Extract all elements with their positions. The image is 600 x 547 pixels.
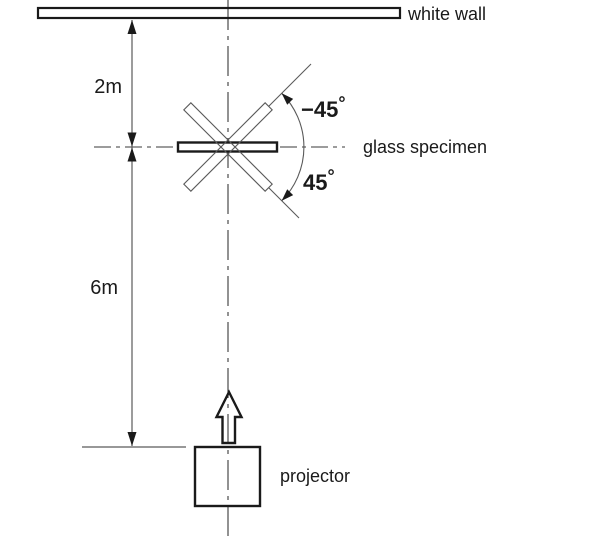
- angle-pos45-value: 45: [303, 170, 327, 195]
- dim-arrow-up-wall-icon: [127, 20, 137, 34]
- angle-pos45-degree-symbol: °: [327, 166, 334, 186]
- angle-neg45-label: −45°: [301, 93, 346, 122]
- angle-arrow-top-icon: [281, 93, 294, 105]
- angle-arrow-bottom-icon: [281, 189, 294, 201]
- dimension-2m-label: 2m: [94, 76, 122, 98]
- glass-specimen-label: glass specimen: [363, 137, 487, 157]
- angle-neg45-degree-symbol: °: [338, 93, 345, 113]
- white-wall-shape: [36, 6, 402, 20]
- dim-arrow-down-specimen-icon: [127, 132, 137, 147]
- projector-label: projector: [280, 466, 350, 486]
- extension-line-pos45: [268, 187, 300, 219]
- dim-arrow-down-projector-icon: [127, 432, 137, 446]
- extension-line-neg45: [268, 63, 312, 107]
- projector-shape: [193, 445, 262, 508]
- light-direction-arrow-icon: [214, 389, 244, 445]
- angle-neg45-value: −45: [301, 97, 338, 122]
- glass-specimen-shape: [176, 141, 279, 153]
- dimension-6m-label: 6m: [90, 277, 118, 299]
- dim-arrow-up-specimen-icon: [127, 147, 137, 162]
- angle-pos45-label: 45°: [303, 166, 335, 195]
- white-wall-label: white wall: [407, 4, 486, 24]
- angle-arc: [281, 92, 305, 202]
